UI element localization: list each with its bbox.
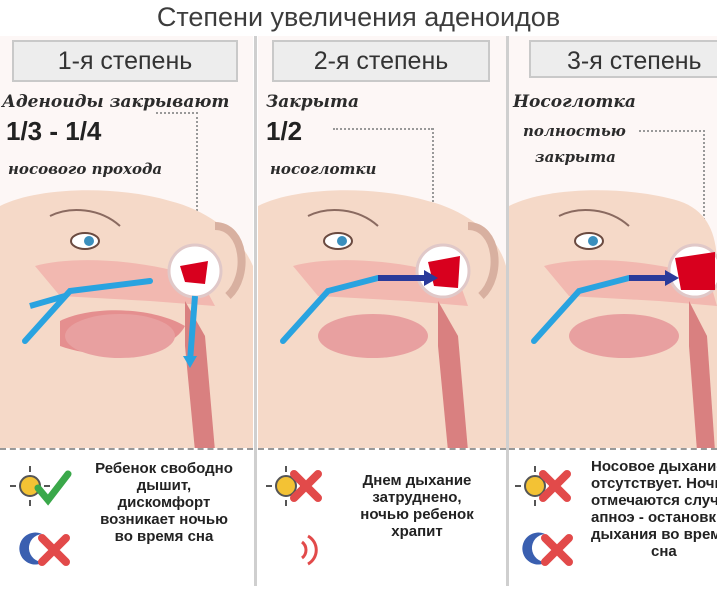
pharynx [689, 301, 715, 451]
eyebrow [307, 209, 379, 227]
degree-2-footer: Днем дыхание затруднено, ночью ребенок х… [258, 448, 506, 586]
ear [467, 222, 499, 299]
leader-line [703, 130, 705, 280]
description-line: апноэ - остановки [591, 509, 717, 526]
ear [214, 222, 246, 299]
column-divider [254, 36, 257, 586]
degree-1-panel: 1-я степень Аденоиды закрывают 1/3 - 1/4… [0, 36, 253, 586]
airflow-arrow [29, 293, 66, 309]
leader-line [156, 112, 198, 114]
description-line: Днем дыхание [362, 472, 472, 489]
degree-1-illustration [0, 190, 253, 451]
moon-icon [522, 532, 547, 565]
degree-1-footer: Ребенок свободно дышит, дискомфорт возни… [0, 448, 253, 586]
description-line: сна [651, 543, 677, 560]
cross-icon [290, 470, 322, 502]
moon-icon [19, 532, 44, 565]
description-line: ночью ребенок [360, 506, 474, 523]
degree-2-illustration [258, 190, 506, 451]
degree-2-caption-2: носоглотки [270, 160, 377, 178]
description-line: дышит, [136, 477, 192, 494]
sun-icon [266, 466, 306, 506]
description-line: отсутствует. Ночью [591, 475, 717, 492]
description-line: отмечаются случаи [591, 492, 717, 509]
sun-icon [10, 466, 50, 506]
eye-iris [588, 236, 598, 246]
degree-1-header: 1-я степень [12, 40, 238, 82]
description-line: дыхания во время [591, 526, 717, 543]
degree-3-caption-3: закрыта [535, 148, 616, 166]
degree-3-footer: Носовое дыхание отсутствует. Ночью отмеч… [509, 448, 717, 586]
description-line: во время сна [114, 528, 214, 545]
arrow-head [665, 270, 679, 286]
degree-3-illustration [509, 190, 717, 451]
description-line: храпит [391, 523, 443, 540]
degree-2-description: Днем дыхание затруднено, ночью ребенок х… [334, 472, 500, 540]
arrow-head [424, 270, 438, 286]
degree-2-header: 2-я степень [272, 40, 490, 82]
column-divider [506, 36, 509, 586]
oral-cavity [318, 314, 428, 358]
degree-3-caption: Носоглотка [513, 92, 636, 112]
description-line: дискомфорт [117, 494, 211, 511]
degree-1-caption-2: носового прохода [8, 160, 163, 178]
airflow-arrow [22, 278, 153, 344]
description-line: затруднено, [372, 489, 462, 506]
degree-1-caption: Аденоиды закрывают [2, 92, 230, 112]
leader-line [639, 130, 705, 132]
check-icon [34, 470, 72, 506]
degree-3-header: 3-я степень [529, 40, 717, 78]
degree-1-description: Ребенок свободно дышит, дискомфорт возни… [78, 460, 250, 545]
airflow-arrow [187, 295, 198, 362]
description-line: возникает ночью [100, 511, 228, 528]
description-line: Ребенок свободно [95, 460, 233, 477]
eye-iris [337, 236, 347, 246]
degree-3-description: Носовое дыхание отсутствует. Ночью отмеч… [581, 458, 717, 560]
cross-icon [541, 534, 573, 566]
adenoid [675, 252, 715, 290]
oral-cavity [65, 314, 175, 358]
eyebrow [49, 209, 121, 227]
adenoid [180, 261, 208, 284]
degree-2-panel: 2-я степень Закрыта 1/2 носоглотки [258, 36, 506, 586]
eye-iris [84, 236, 94, 246]
leader-line [333, 128, 433, 130]
airflow-arrow [531, 275, 632, 344]
degree-2-caption: Закрыта [266, 92, 359, 112]
airflow-arrow [280, 275, 381, 344]
degree-3-panel: 3-я степень Носоглотка полностью закрыта [509, 36, 717, 586]
cross-icon [38, 534, 70, 566]
cross-icon [539, 470, 571, 502]
oral-cavity [569, 314, 679, 358]
degree-3-caption-2: полностью [523, 122, 626, 140]
leader-line [196, 112, 198, 287]
snoring-icon [272, 532, 318, 569]
adenoid [428, 256, 460, 288]
description-line: Носовое дыхание [591, 458, 717, 475]
arrow-head [183, 356, 197, 368]
page-title: Степени увеличения аденоидов [156, 2, 561, 32]
eyebrow [558, 209, 630, 227]
pharynx [438, 301, 468, 451]
degree-1-fraction: 1/3 - 1/4 [6, 116, 102, 146]
degree-2-fraction: 1/2 [266, 116, 303, 146]
